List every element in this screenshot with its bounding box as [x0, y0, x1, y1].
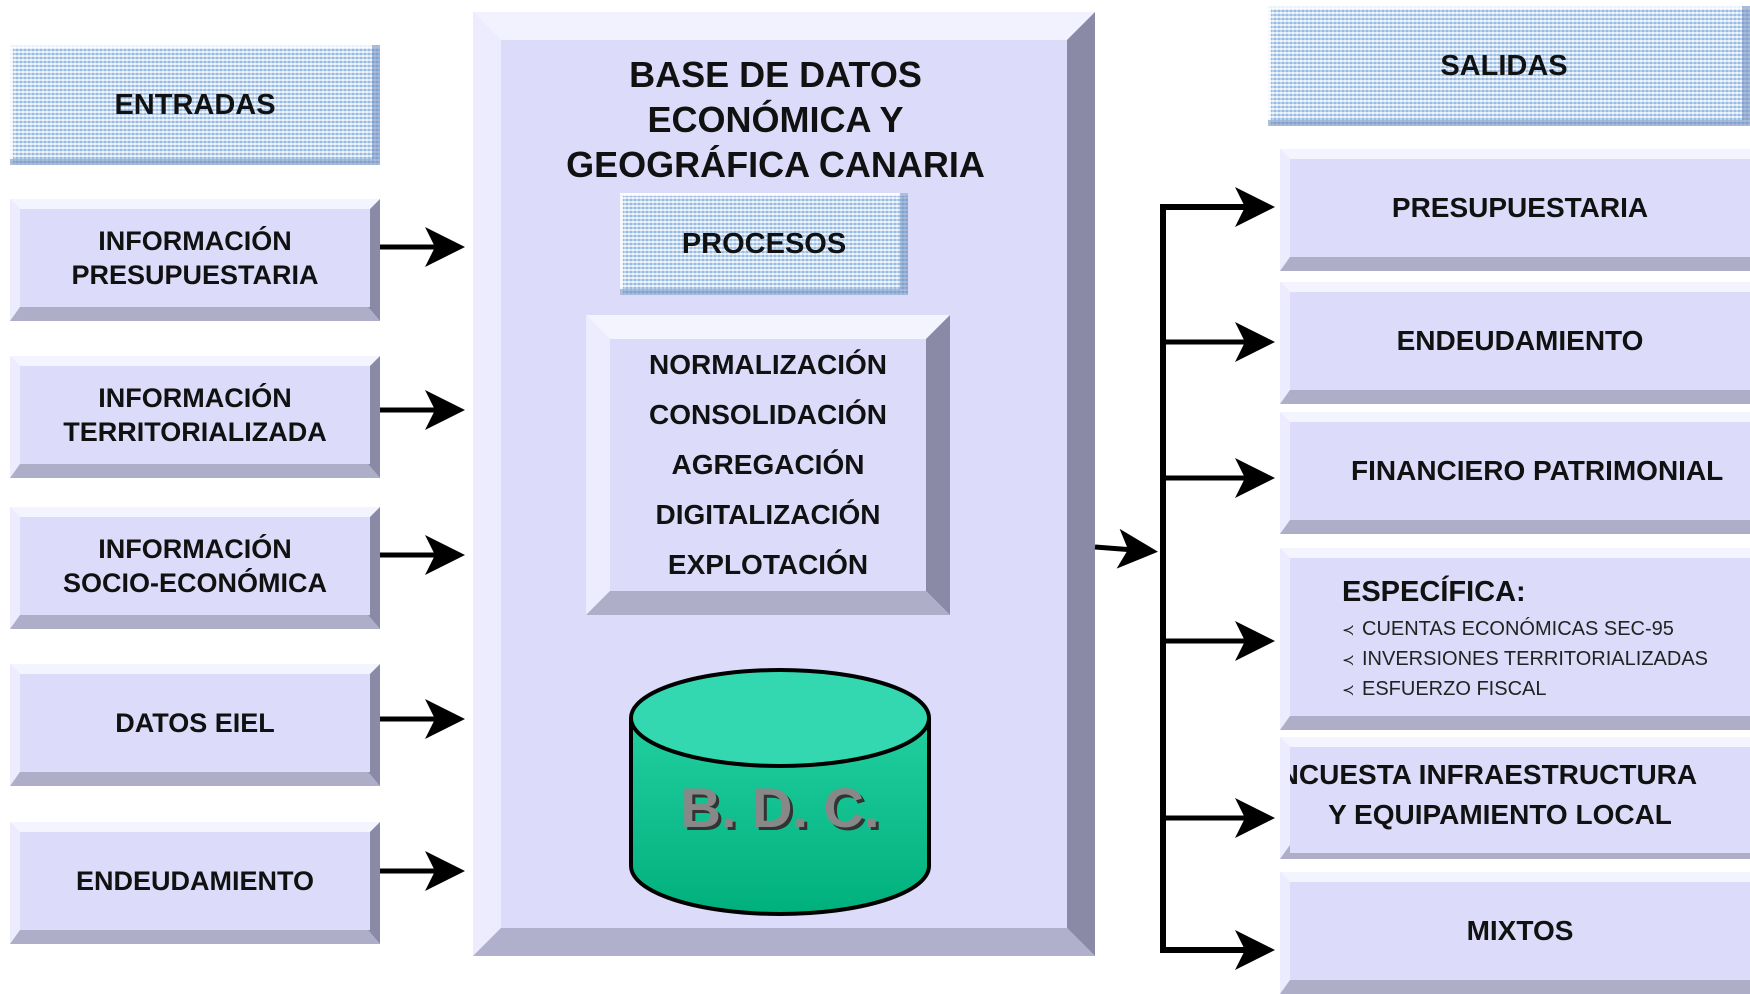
bullet-icon: ≺ — [1342, 622, 1355, 639]
bevel-edges — [1280, 149, 1750, 271]
output-box-endeudamiento: ENDEUDAMIENTO — [1280, 282, 1750, 404]
database-title-line: BASE DE DATOS — [629, 54, 922, 95]
database-title: BASE DE DATOS ECONÓMICA Y GEOGRÁFICA CAN… — [473, 52, 1078, 187]
output-label: ENDEUDAMIENTO — [1290, 292, 1750, 390]
input-box-endeudamiento: ENDEUDAMIENTO — [10, 822, 380, 944]
input-label: ENDEUDAMIENTO — [20, 832, 370, 930]
process-item: AGREGACIÓN — [671, 449, 865, 480]
specific-title: ESPECÍFICA: — [1342, 576, 1526, 608]
bevel-edges — [586, 315, 950, 615]
inputs-header: ENTRADAS — [10, 45, 380, 165]
bevel-edges — [1280, 872, 1750, 994]
bevel-edges — [1280, 412, 1750, 534]
process-item: NORMALIZACIÓN — [649, 349, 887, 380]
output-label: FINANCIERO PATRIMONIAL — [1290, 422, 1750, 520]
bevel-edges — [10, 199, 380, 321]
specific-content: ESPECÍFICA: ≺CUENTAS ECONÓMICAS SEC-95 ≺… — [1290, 558, 1750, 716]
specific-item: ≺INVERSIONES TERRITORIALIZADAS — [1342, 645, 1750, 675]
bevel-edges — [473, 12, 1095, 956]
output-arrow — [1094, 528, 1158, 569]
database-title-line: GEOGRÁFICA CANARIA — [566, 144, 985, 185]
output-box-mixtos: MIXTOS — [1280, 872, 1750, 994]
processes-box: NORMALIZACIÓN CONSOLIDACIÓN AGREGACIÓN D… — [586, 315, 950, 615]
process-item: DIGITALIZACIÓN — [655, 499, 881, 530]
specific-item: ≺CUENTAS ECONÓMICAS SEC-95 — [1342, 615, 1750, 645]
output-label: PRESUPUESTARIA — [1290, 159, 1750, 257]
bevel-edges — [10, 664, 380, 786]
bullet-icon: ≺ — [1342, 682, 1355, 699]
output-box-encuesta: ENCUESTA INFRAESTRUCTURA Y EQUIPAMIENTO … — [1280, 737, 1750, 859]
bevel-edges — [1280, 548, 1750, 730]
bevel-edges — [10, 822, 380, 944]
database-title-line: ECONÓMICA Y — [647, 99, 904, 140]
outputs-header-label: SALIDAS — [1440, 49, 1568, 82]
process-item: CONSOLIDACIÓN — [649, 399, 887, 430]
input-box-eiel: DATOS EIEL — [10, 664, 380, 786]
output-label: ENCUESTA INFRAESTRUCTURA Y EQUIPAMIENTO … — [1290, 747, 1750, 853]
output-box-especifica: ESPECÍFICA: ≺CUENTAS ECONÓMICAS SEC-95 ≺… — [1280, 548, 1750, 730]
bevel-edges — [1280, 282, 1750, 404]
bullet-icon: ≺ — [1342, 652, 1355, 669]
processes-header-label: PROCESOS — [681, 227, 847, 260]
inputs-header-label: ENTRADAS — [114, 88, 276, 121]
input-label: DATOS EIEL — [20, 674, 370, 772]
database-cylinder-icon — [629, 668, 931, 916]
output-box-financiero: FINANCIERO PATRIMONIAL — [1280, 412, 1750, 534]
bevel-edges — [10, 507, 380, 629]
specific-item: ≺ESFUERZO FISCAL — [1342, 675, 1750, 705]
outputs-header: SALIDAS — [1268, 6, 1750, 126]
processes-header: PROCESOS — [620, 193, 908, 295]
processes-list: NORMALIZACIÓN CONSOLIDACIÓN AGREGACIÓN D… — [610, 339, 926, 591]
output-label: MIXTOS — [1290, 882, 1750, 980]
bevel-edges — [10, 356, 380, 478]
output-box-presupuestaria: PRESUPUESTARIA — [1280, 149, 1750, 271]
process-item: EXPLOTACIÓN — [667, 549, 869, 580]
database-label: B. D. C. — [680, 776, 880, 839]
output-bus — [1160, 204, 1268, 953]
